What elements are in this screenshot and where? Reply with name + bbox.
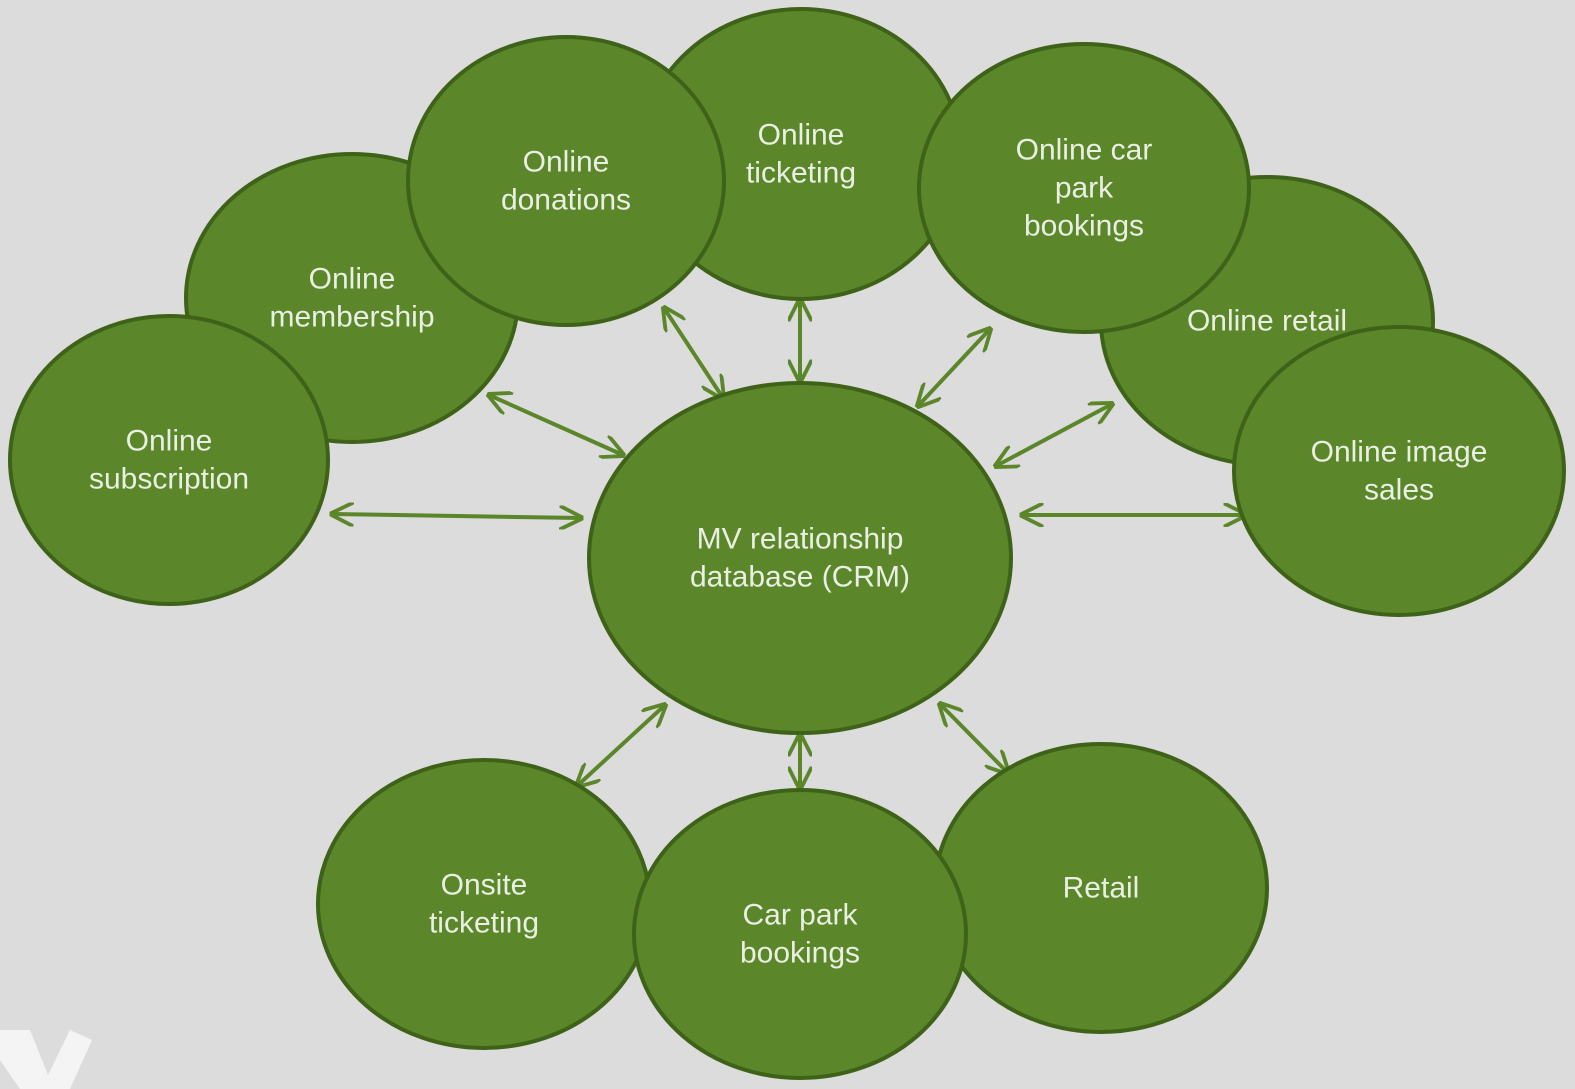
arrow-crm-online-membership — [489, 395, 623, 455]
arrow-crm-onsite-ticketing — [577, 705, 665, 786]
node-label-car-park-bookings: bookings — [740, 937, 860, 970]
node-car-park-bookings: Car park bookings — [632, 788, 968, 1080]
node-label-center: MV relationship — [697, 523, 904, 556]
node-label-online-donations: donations — [501, 184, 631, 217]
node-online-image-sales: Online image sales — [1232, 325, 1566, 617]
node-label-online-image-sales: Online image — [1311, 436, 1488, 469]
node-label-online-ticketing: ticketing — [746, 157, 856, 190]
node-center: MV relationship database (CRM) — [587, 381, 1013, 735]
node-label-onsite-ticketing: Onsite — [441, 869, 528, 902]
node-ellipse-onsite-ticketing — [316, 758, 652, 1050]
node-label-online-car-park-bookings: bookings — [1024, 210, 1144, 243]
node-ellipse-online-car-park-bookings — [917, 42, 1251, 334]
node-onsite-ticketing: Onsite ticketing — [316, 758, 652, 1050]
arrow-crm-online-retail — [996, 404, 1112, 466]
node-ellipse-center — [587, 381, 1013, 735]
node-ellipse-online-image-sales — [1232, 325, 1566, 617]
node-online-car-park-bookings: Online car park bookings — [917, 42, 1251, 334]
node-label-online-ticketing: Online — [758, 119, 845, 152]
arrow-crm-online-donations — [664, 308, 723, 398]
arrow-crm-online-car-park-bookings — [918, 329, 990, 406]
node-label-online-donations: Online — [523, 146, 610, 179]
node-label-onsite-ticketing: ticketing — [429, 907, 539, 940]
node-label-center: database (CRM) — [690, 561, 910, 594]
node-label-online-image-sales: sales — [1364, 474, 1434, 507]
node-label-online-subscription: subscription — [89, 463, 249, 496]
node-ellipse-online-donations — [406, 35, 726, 327]
node-ellipse-online-subscription — [8, 314, 330, 606]
arrow-crm-retail — [940, 704, 1008, 773]
node-label-online-membership: membership — [269, 301, 434, 334]
node-online-subscription: Online subscription — [8, 314, 330, 606]
node-label-online-car-park-bookings: park — [1055, 172, 1114, 205]
node-ellipse-car-park-bookings — [632, 788, 968, 1080]
node-label-online-retail: Online retail — [1187, 305, 1347, 338]
node-label-online-membership: Online — [309, 263, 396, 296]
arrow-crm-online-subscription — [332, 514, 581, 518]
node-online-donations: Online donations — [406, 35, 726, 327]
node-retail: Retail — [933, 742, 1269, 1034]
node-label-car-park-bookings: Car park — [742, 899, 858, 932]
node-label-online-car-park-bookings: Online car — [1016, 134, 1153, 167]
node-label-online-subscription: Online — [126, 425, 213, 458]
watermark-logo — [0, 1030, 92, 1089]
node-label-retail: Retail — [1063, 872, 1140, 905]
